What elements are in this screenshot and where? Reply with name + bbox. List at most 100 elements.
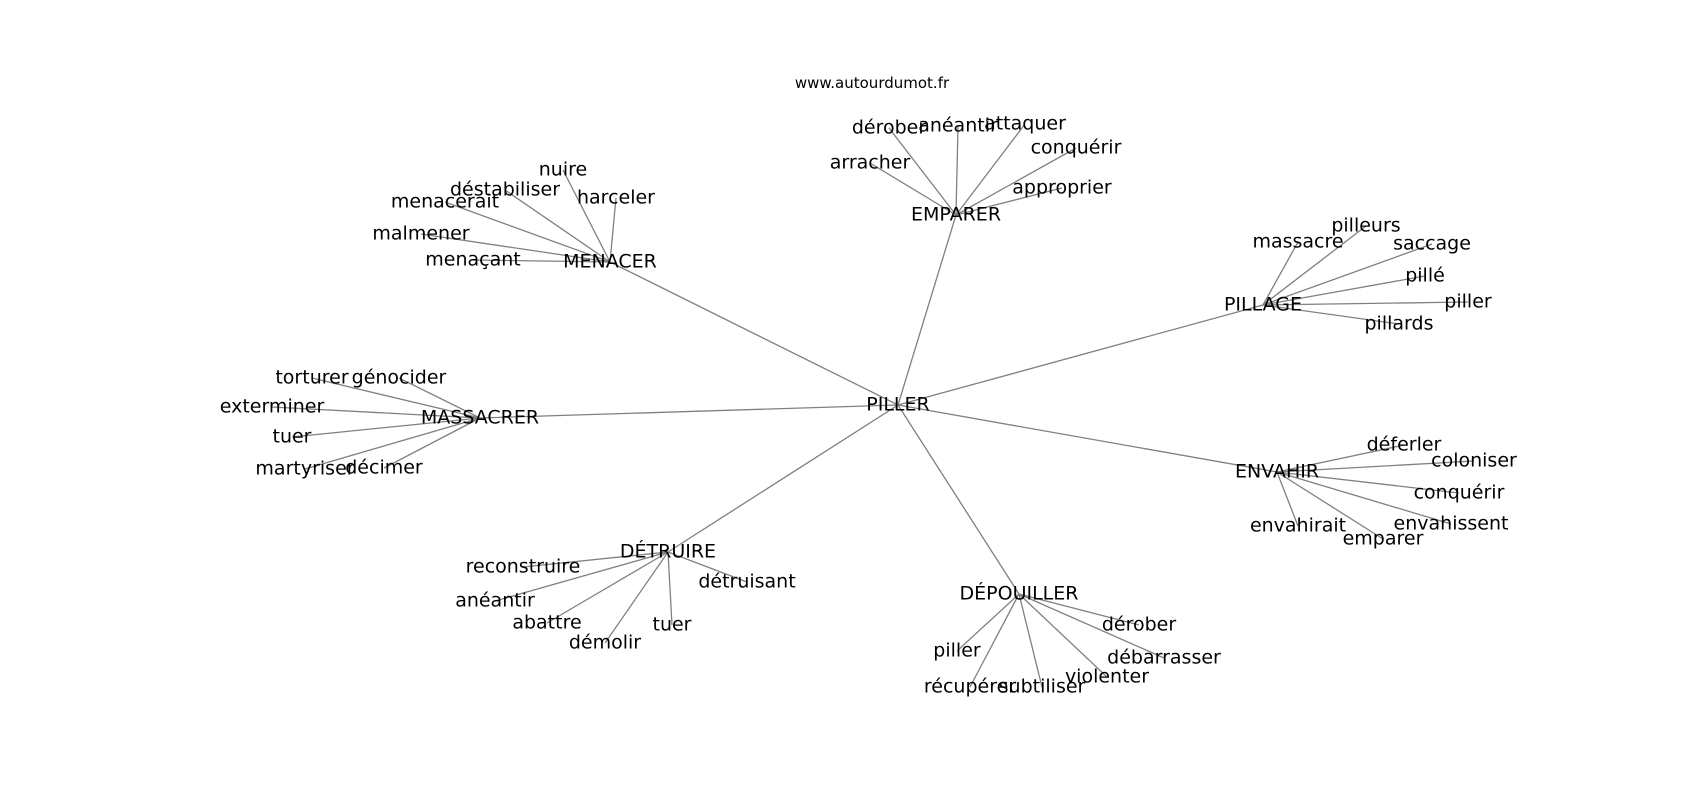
edge-cluster-to-leaf [1276, 471, 1452, 525]
leaf-node-label: déstabiliser [450, 179, 560, 201]
leaf-node-label: anéantir [455, 590, 535, 612]
leaf-node-label: menacerait [391, 191, 499, 213]
edge-cluster-to-leaf [383, 417, 481, 469]
leaf-node-label: violenter [1065, 666, 1149, 688]
edge-cluster-to-leaf [472, 259, 611, 263]
leaf-node-label: approprier [1012, 177, 1112, 199]
edge-root-to-cluster [897, 404, 1020, 595]
leaf-node-label: emparer [1343, 528, 1424, 550]
leaf-node-label: massacre [1252, 231, 1343, 253]
root-node-label: PILLER [866, 394, 929, 416]
edge-cluster-to-leaf [291, 417, 481, 438]
edge-root-to-cluster [897, 214, 957, 406]
edge-cluster-to-leaf [888, 127, 957, 216]
leaf-node-label: dérober [852, 117, 927, 139]
edge-cluster-to-leaf [1276, 471, 1384, 540]
edge-cluster-to-leaf [667, 551, 673, 626]
leaf-node-label: tuer [273, 426, 312, 448]
edge-cluster-to-leaf [1262, 243, 1433, 306]
leaf-node-label: démolir [569, 632, 641, 654]
edge-cluster-to-leaf [522, 551, 669, 568]
edge-cluster-to-leaf [667, 551, 748, 583]
leaf-node-label: récupérer [924, 676, 1016, 698]
cluster-node-label: MENACER [563, 251, 657, 273]
leaf-node-label: conquérir [1031, 137, 1122, 159]
leaf-node-label: pillé [1405, 265, 1445, 287]
edge-cluster-to-leaf [1276, 471, 1299, 527]
edge-cluster-to-leaf [494, 551, 669, 602]
edge-cluster-to-leaf [1262, 275, 1426, 306]
edge-cluster-to-leaf [604, 551, 669, 644]
cluster-node-label: DÉTRUIRE [620, 540, 716, 563]
leaf-node-label: coloniser [1431, 450, 1517, 472]
edge-cluster-to-leaf [1018, 593, 1108, 678]
cluster-node-label: DÉPOUILLER [960, 582, 1079, 605]
edge-cluster-to-leaf [955, 125, 959, 216]
edge-cluster-to-leaf [562, 169, 611, 263]
edge-root-to-cluster [479, 404, 899, 419]
leaf-node-label: débarrasser [1107, 647, 1221, 669]
cluster-node-label: ENVAHIR [1235, 461, 1319, 483]
leaf-node-label: piller [933, 640, 981, 662]
edge-cluster-to-leaf [1018, 593, 1140, 626]
leaf-node-label: génocider [352, 367, 447, 389]
edge-cluster-to-leaf [869, 162, 957, 216]
leaf-node-label: détruisant [698, 571, 795, 593]
edge-cluster-to-leaf [1276, 460, 1475, 473]
edge-root-to-cluster [609, 261, 899, 406]
edge-root-to-cluster [667, 404, 899, 553]
edge-cluster-to-leaf [1262, 241, 1299, 306]
edge-cluster-to-leaf [504, 189, 611, 263]
edge-cluster-to-leaf [1262, 304, 1400, 325]
edge-cluster-to-leaf [398, 377, 481, 419]
leaf-node-label: torturer [275, 367, 348, 389]
edge-cluster-to-leaf [955, 123, 1026, 216]
leaf-node-label: attaquer [984, 113, 1066, 135]
leaf-node-label: décimer [345, 457, 423, 479]
leaf-node-label: tuer [653, 614, 692, 636]
cluster-node-label: MASSACRER [421, 407, 539, 429]
leaf-node-label: malmener [372, 223, 469, 245]
leaf-node-label: harceler [577, 187, 655, 209]
leaf-node-label: piller [1444, 291, 1492, 313]
leaf-node-label: abattre [512, 612, 581, 634]
leaf-node-label: nuire [539, 159, 587, 181]
edge-cluster-to-leaf [609, 197, 617, 263]
edge-cluster-to-leaf [969, 593, 1020, 688]
leaf-node-label: pilleurs [1331, 215, 1400, 237]
cluster-node-label: EMPARER [911, 204, 1001, 226]
edge-cluster-to-leaf [1018, 593, 1043, 688]
leaf-node-label: envahirait [1250, 515, 1346, 537]
edge-cluster-to-leaf [444, 201, 611, 263]
edge-cluster-to-leaf [955, 187, 1063, 216]
graph-edges [271, 123, 1475, 688]
leaf-node-label: dérober [1102, 614, 1177, 636]
edge-root-to-cluster [897, 304, 1264, 406]
leaf-node-label: envahissent [1394, 513, 1509, 535]
edge-root-to-cluster [897, 404, 1278, 473]
leaf-node-label: menaçant [425, 249, 520, 271]
edge-cluster-to-leaf [546, 551, 669, 624]
leaf-node-label: pillards [1365, 313, 1434, 335]
leaf-node-label: subtiliser [999, 676, 1086, 698]
edge-cluster-to-leaf [1276, 471, 1460, 494]
edge-cluster-to-leaf [1262, 301, 1469, 306]
source-url: www.autourdumot.fr [795, 74, 950, 92]
edge-cluster-to-leaf [304, 417, 481, 470]
cluster-node-label: PILLAGE [1224, 294, 1302, 316]
leaf-node-label: déferler [1367, 434, 1442, 456]
edge-cluster-to-leaf [956, 593, 1020, 652]
leaf-node-label: arracher [830, 152, 911, 174]
edge-cluster-to-leaf [955, 147, 1077, 216]
edge-cluster-to-leaf [311, 377, 481, 419]
leaf-node-label: anéantir [918, 115, 998, 137]
leaf-node-label: martyriser [255, 458, 354, 480]
leaf-node-label: reconstruire [466, 556, 581, 578]
edge-cluster-to-leaf [1262, 225, 1367, 306]
edge-cluster-to-leaf [271, 406, 481, 419]
edge-cluster-to-leaf [1276, 444, 1405, 473]
edge-cluster-to-leaf [420, 233, 611, 263]
leaf-node-label: conquérir [1414, 482, 1505, 504]
